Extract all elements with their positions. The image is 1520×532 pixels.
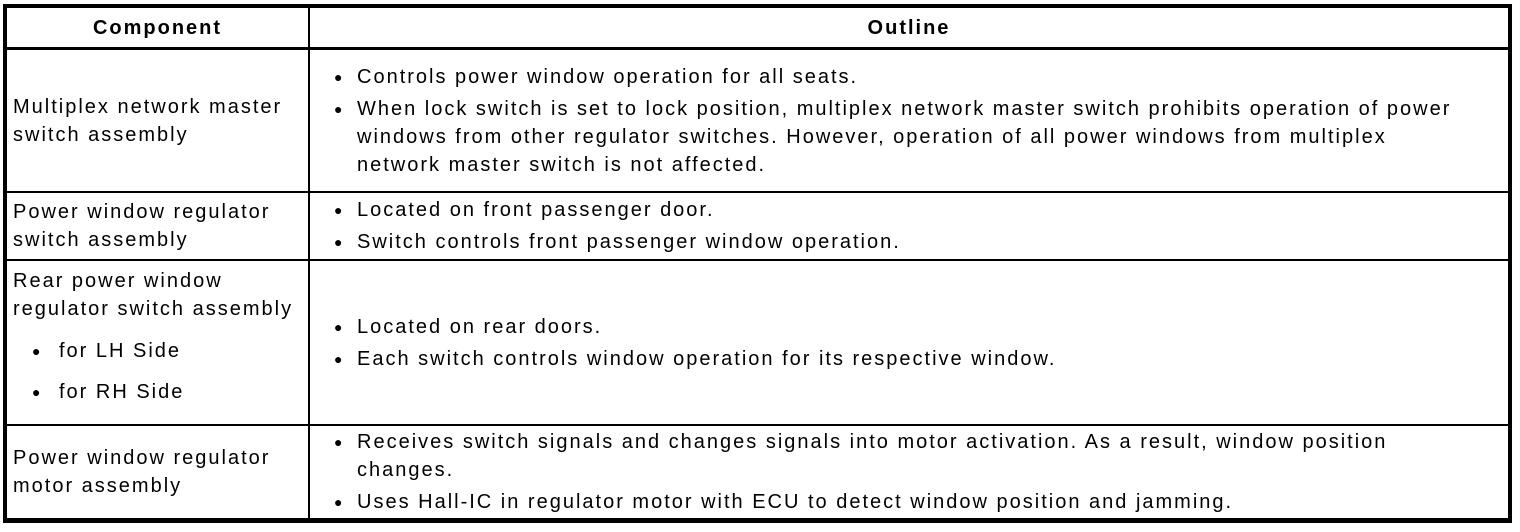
component-line: Power window regulator xyxy=(13,201,271,223)
bullet-text: Receives switch signals and changes sign… xyxy=(357,431,1388,481)
outline-cell: ● Receives switch signals and changes si… xyxy=(310,426,1508,518)
outline-bullet: ● Located on rear doors. xyxy=(334,313,1498,341)
component-sub-bullet-list: ● for LH Side ● for RH Side xyxy=(32,337,304,406)
component-line: Multiplex network master xyxy=(13,95,283,118)
bullet-text: Switch controls front passenger window o… xyxy=(357,231,901,253)
outline-cell: ● Located on rear doors. ● Each switch c… xyxy=(310,261,1508,424)
component-line: Power window regulator xyxy=(13,447,271,469)
table-header-row: Component Outline xyxy=(7,8,1508,50)
table-row-multiplex-master-switch: Multiplex network master switch assembly… xyxy=(7,50,1508,193)
outline-bullet: ● Each switch controls window operation … xyxy=(334,345,1498,373)
component-line: switch assembly xyxy=(13,229,189,251)
bullet-icon: ● xyxy=(32,343,41,359)
component-line: regulator switch assembly xyxy=(13,298,294,320)
component-sub-bullet: ● for RH Side xyxy=(32,378,304,406)
component-line: Rear power window xyxy=(13,270,223,292)
outline-bullet: ● Switch controls front passenger window… xyxy=(334,228,1498,256)
outline-cell: ● Controls power window operation for al… xyxy=(310,50,1508,191)
bullet-text: When lock switch is set to lock position… xyxy=(357,97,1452,176)
bullet-text: Controls power window operation for all … xyxy=(357,65,859,88)
bullet-icon: ● xyxy=(334,68,343,85)
bullet-text: Located on rear doors. xyxy=(357,315,603,338)
table-row-rear-regulator-switch: Rear power window regulator switch assem… xyxy=(7,261,1508,426)
bullet-icon: ● xyxy=(32,384,41,400)
component-outline-table: Component Outline Multiplex network mast… xyxy=(3,4,1512,523)
bullet-icon: ● xyxy=(334,234,343,250)
sub-bullet-text: for RH Side xyxy=(59,381,185,403)
outline-bullet: ● Receives switch signals and changes si… xyxy=(334,428,1498,484)
bullet-icon: ● xyxy=(334,494,343,510)
bullet-icon: ● xyxy=(334,100,343,117)
outline-bullet: ● When lock switch is set to lock positi… xyxy=(334,95,1498,179)
outline-bullet: ● Controls power window operation for al… xyxy=(334,63,1498,91)
bullet-text: Each switch controls window operation fo… xyxy=(357,347,1057,370)
bullet-icon: ● xyxy=(334,434,343,450)
bullet-text: Uses Hall-IC in regulator motor with ECU… xyxy=(357,491,1234,513)
outline-cell: ● Located on front passenger door. ● Swi… xyxy=(310,193,1508,259)
table-row-regulator-motor: Power window regulator motor assembly ● … xyxy=(7,426,1508,518)
sub-bullet-text: for LH Side xyxy=(59,340,182,362)
bullet-icon: ● xyxy=(334,202,343,218)
component-line: switch assembly xyxy=(13,123,189,146)
component-line: motor assembly xyxy=(13,475,183,497)
component-sub-bullet: ● for LH Side xyxy=(32,337,304,365)
component-cell: Power window regulator motor assembly xyxy=(7,426,310,518)
header-component: Component xyxy=(7,8,310,47)
outline-bullet: ● Located on front passenger door. xyxy=(334,196,1498,224)
component-cell: Power window regulator switch assembly xyxy=(7,193,310,259)
outline-bullet: ● Uses Hall-IC in regulator motor with E… xyxy=(334,488,1498,516)
component-cell: Multiplex network master switch assembly xyxy=(7,50,310,191)
bullet-icon: ● xyxy=(334,350,343,367)
table-row-regulator-switch: Power window regulator switch assembly ●… xyxy=(7,193,1508,261)
component-cell: Rear power window regulator switch assem… xyxy=(7,261,310,424)
bullet-icon: ● xyxy=(334,318,343,335)
bullet-text: Located on front passenger door. xyxy=(357,199,715,221)
header-outline: Outline xyxy=(867,16,951,39)
